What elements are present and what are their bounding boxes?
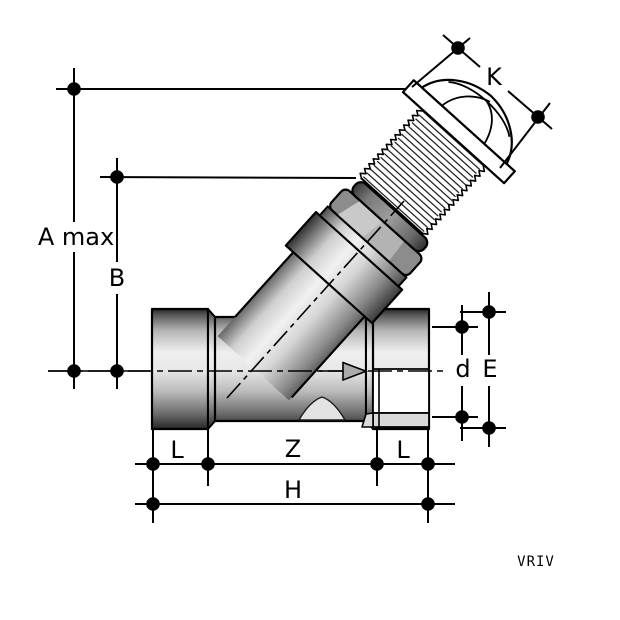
dim-label-l-right: L: [396, 436, 410, 464]
nut-facet-2: [363, 222, 404, 261]
dim-d: [432, 305, 478, 441]
dimension-lines: [56, 34, 553, 523]
dim-label-z: Z: [284, 435, 302, 463]
dim-l-z-l: [135, 457, 455, 471]
flow-arrow-icon: [319, 361, 369, 382]
socket-bore-strip: [372, 412, 430, 428]
centerlines: [48, 200, 447, 399]
dim-label-a-max: A max: [37, 223, 115, 251]
branch-upper-edge: [234, 251, 295, 318]
thread-teeth-top: [359, 109, 424, 179]
dim-b: [99, 158, 357, 389]
dim-label-e: E: [482, 355, 498, 383]
junction-wedge: [298, 396, 346, 421]
dim-k: [411, 34, 553, 169]
dim-e: [460, 292, 506, 447]
thread-end-edge: [360, 177, 424, 235]
threaded-plug-assembly: [359, 78, 516, 236]
socket-bore-notch: [361, 412, 374, 428]
thread-teeth-bottom: [422, 164, 486, 236]
dim-label-b: B: [108, 264, 126, 292]
left-socket: [150, 307, 210, 431]
nut-facet-1: [338, 201, 383, 238]
branch-centerline: [226, 200, 405, 399]
cap-facet-line-2: [483, 101, 493, 145]
branch-lower-edge: [290, 315, 366, 399]
dim-a-max: [56, 68, 406, 389]
cap-face-lens: [448, 81, 511, 137]
thread-lines: [362, 110, 485, 233]
dim-h: [135, 497, 455, 511]
model-code: VRIV: [517, 554, 555, 570]
dim-label-k: K: [486, 63, 502, 91]
socket-bore-section: [372, 368, 430, 414]
dim-label-d: d: [455, 355, 471, 383]
dim-label-h: H: [283, 476, 303, 504]
dim-label-l-left: L: [170, 436, 184, 464]
